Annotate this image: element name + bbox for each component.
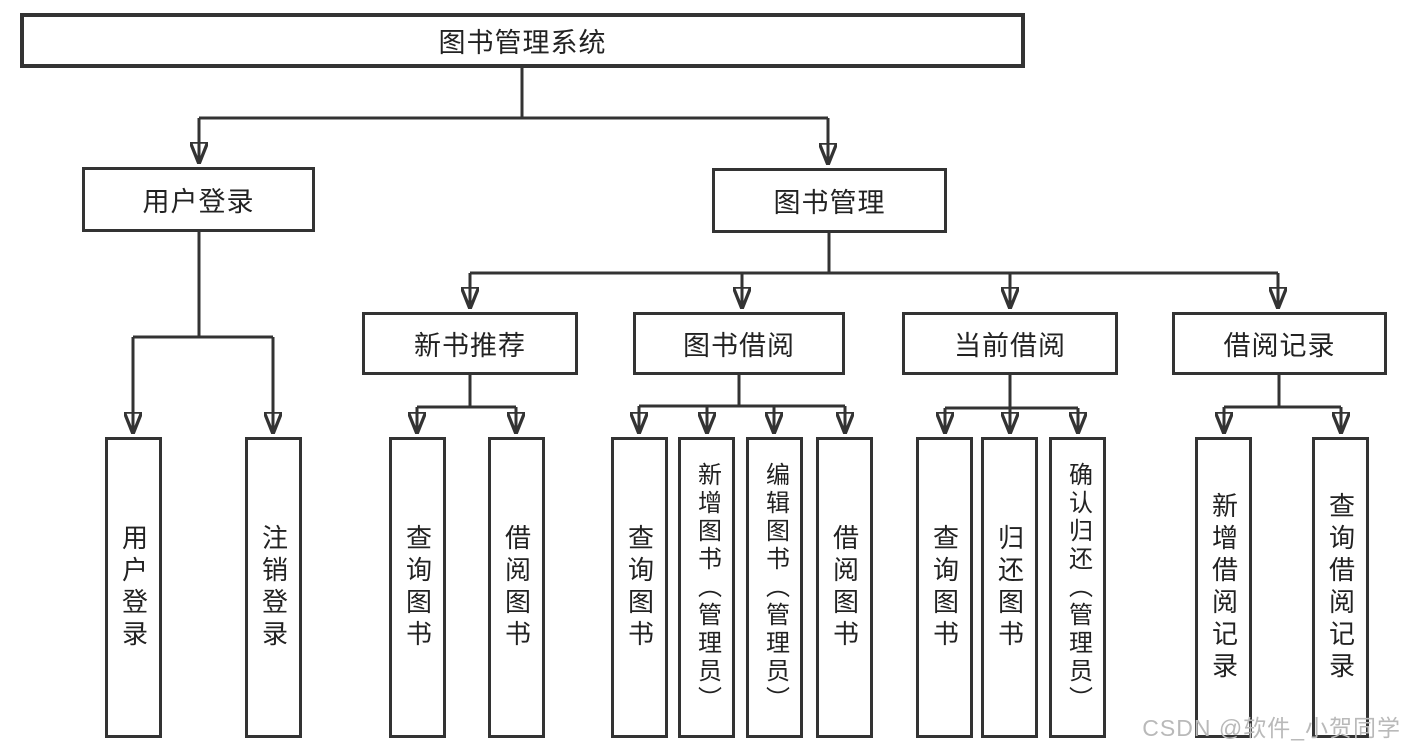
leaf-label: 确认归还（管理员） bbox=[1064, 461, 1092, 714]
csdn-watermark: CSDN @软件_小贺同学 bbox=[1142, 715, 1401, 741]
leaf-query-borrow-record: 查询借阅记录 bbox=[1312, 437, 1369, 738]
leaf-label: 借阅图书 bbox=[501, 523, 532, 652]
leaf-return-books: 归还图书 bbox=[981, 437, 1038, 738]
leaf-label: 查询图书 bbox=[624, 523, 655, 652]
borrow-records-section-connector bbox=[1224, 375, 1341, 433]
management-branch-connector bbox=[470, 233, 1278, 308]
node-label: 图书借阅 bbox=[683, 331, 795, 361]
leaf-label: 借阅图书 bbox=[829, 523, 860, 652]
leaf-label: 查询图书 bbox=[929, 523, 960, 652]
leaf-query-books-borrow: 查询图书 bbox=[611, 437, 668, 738]
node-label: 用户登录 bbox=[142, 187, 255, 217]
node-label: 新书推荐 bbox=[414, 331, 526, 361]
node-label: 图书管理 bbox=[773, 188, 886, 218]
leaf-logout: 注销登录 bbox=[245, 437, 302, 738]
root-to-branches-connector bbox=[199, 68, 828, 164]
new-book-section-connector bbox=[417, 375, 516, 433]
node-book-borrow: 图书借阅 bbox=[633, 312, 845, 375]
node-new-book-recommend: 新书推荐 bbox=[362, 312, 578, 375]
leaf-label: 注销登录 bbox=[258, 523, 289, 652]
node-label: 借阅记录 bbox=[1223, 331, 1336, 361]
leaf-query-books-recommend: 查询图书 bbox=[389, 437, 446, 738]
leaf-label: 归还图书 bbox=[994, 523, 1025, 652]
node-root-label: 图书管理系统 bbox=[438, 28, 607, 58]
current-borrow-section-connector bbox=[945, 375, 1078, 433]
node-label: 当前借阅 bbox=[954, 331, 1066, 361]
leaf-label: 用户登录 bbox=[118, 523, 149, 652]
node-borrow-records: 借阅记录 bbox=[1172, 312, 1387, 375]
leaf-borrow-books: 借阅图书 bbox=[816, 437, 873, 738]
book-borrow-section-connector bbox=[639, 375, 845, 433]
node-book-management-branch: 图书管理 bbox=[712, 168, 947, 233]
leaf-label: 新增借阅记录 bbox=[1208, 491, 1239, 684]
leaf-label: 新增图书（管理员） bbox=[693, 461, 721, 714]
leaf-label: 查询图书 bbox=[402, 523, 433, 652]
leaf-add-borrow-record: 新增借阅记录 bbox=[1195, 437, 1252, 738]
node-root: 图书管理系统 bbox=[20, 13, 1025, 68]
leaf-label: 查询借阅记录 bbox=[1325, 491, 1356, 684]
node-current-borrow: 当前借阅 bbox=[902, 312, 1118, 375]
login-branch-connector bbox=[133, 232, 273, 433]
leaf-borrow-books-recommend: 借阅图书 bbox=[488, 437, 545, 738]
leaf-label: 编辑图书（管理员） bbox=[761, 461, 789, 714]
node-user-login-branch: 用户登录 bbox=[82, 167, 315, 232]
leaf-add-books-admin: 新增图书（管理员） bbox=[678, 437, 735, 738]
leaf-edit-books-admin: 编辑图书（管理员） bbox=[746, 437, 803, 738]
leaf-query-books-current: 查询图书 bbox=[916, 437, 973, 738]
leaf-confirm-return-admin: 确认归还（管理员） bbox=[1049, 437, 1106, 738]
leaf-user-login: 用户登录 bbox=[105, 437, 162, 738]
